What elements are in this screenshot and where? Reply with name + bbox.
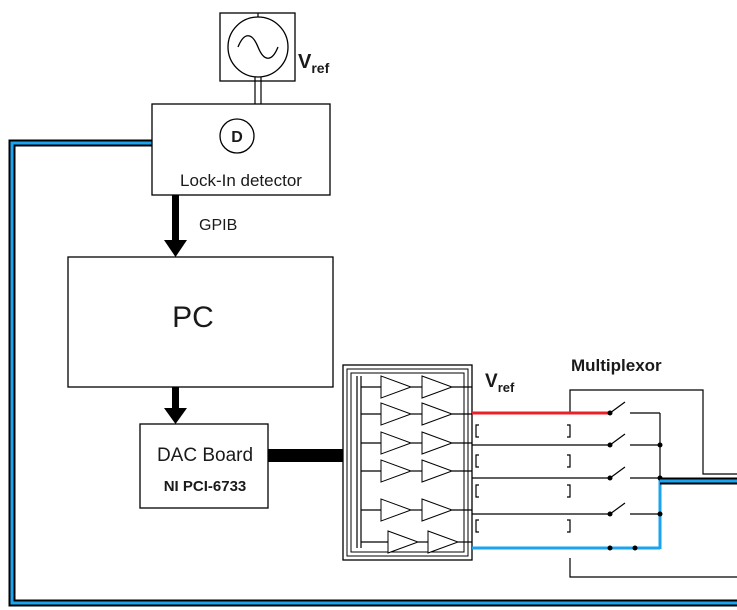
reference-source: Vref <box>219 12 330 104</box>
amplifier-row-5b <box>411 498 454 522</box>
lockin-label: Lock-In detector <box>180 171 302 190</box>
amp-column-2 <box>411 375 460 554</box>
amplifier-row-2b <box>411 402 454 426</box>
dac-model: NI PCI-6733 <box>164 478 247 495</box>
mux-switches <box>607 401 660 551</box>
amplifier-row-6b <box>418 530 460 554</box>
multiplexor-label: Multiplexor <box>571 356 662 375</box>
amplifier-row-1a <box>361 375 413 399</box>
lockin-detector: D Lock-In detector <box>151 103 331 196</box>
amplifier-bank: Vref <box>342 364 515 561</box>
gpib-label: GPIB <box>199 217 237 234</box>
amplifier-row-4b <box>411 459 454 483</box>
pc-dac-link <box>164 387 187 424</box>
amplifier-row-5a <box>361 498 413 522</box>
gpib-link: GPIB <box>164 195 237 257</box>
amplifier-row-3b <box>411 431 454 455</box>
amplifier-row-2a <box>361 402 413 426</box>
sine-wave-icon <box>237 35 279 59</box>
connector-brackets <box>475 424 571 533</box>
vref-source-label: Vref <box>298 51 330 76</box>
feedback-cable-core <box>10 141 737 605</box>
detector-symbol: D <box>231 129 243 146</box>
dac-title: DAC Board <box>157 445 253 466</box>
amplifier-row-3a <box>361 431 413 455</box>
vref-amp-label: Vref <box>485 371 515 395</box>
amplifier-row-6a <box>361 530 420 554</box>
amp-column-1 <box>361 375 420 554</box>
multiplexor: Multiplexor <box>472 356 737 578</box>
amplifier-row-4a <box>361 459 413 483</box>
bus-fanout <box>356 376 362 548</box>
feedback-cable <box>8 139 737 607</box>
detector-icon <box>219 118 255 154</box>
pc-label: PC <box>172 301 214 334</box>
amp-outputs <box>452 386 472 543</box>
dac-board: DAC Board NI PCI-6733 <box>139 423 269 509</box>
pc-box: PC <box>67 256 334 388</box>
amplifier-row-1b <box>411 375 454 399</box>
